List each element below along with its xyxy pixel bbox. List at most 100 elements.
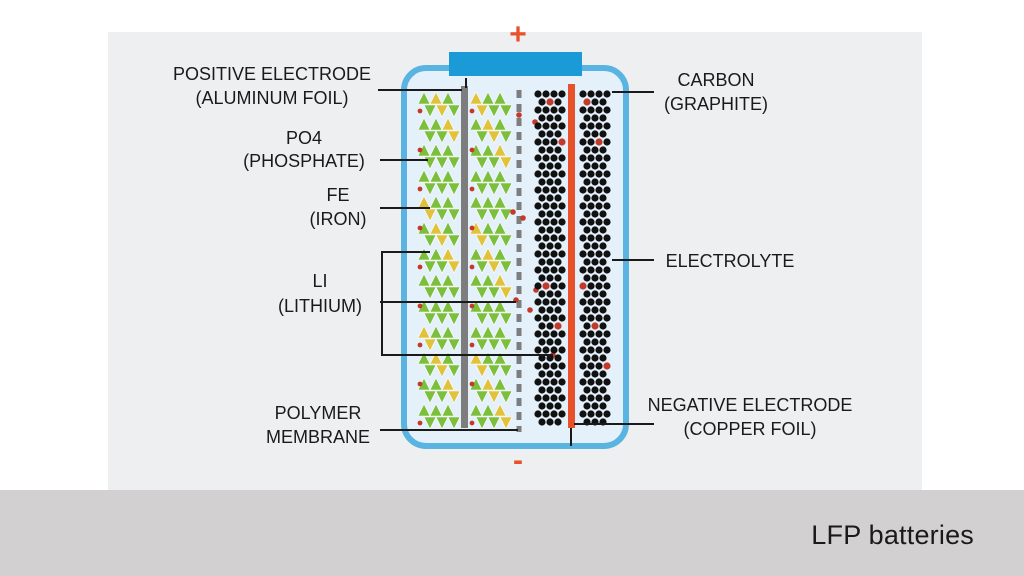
lithium-atom <box>558 138 566 146</box>
crystal-triangle <box>429 195 443 209</box>
graphite-atom <box>579 362 587 370</box>
graphite-atom <box>591 306 599 314</box>
graphite-atom <box>558 186 566 194</box>
lithium-atom <box>579 282 587 290</box>
crystal-triangle <box>417 247 431 261</box>
graphite-atom <box>550 122 558 130</box>
graphite-atom <box>583 210 591 218</box>
crystal-triangle <box>481 195 495 209</box>
graphite-atom <box>538 322 546 330</box>
graphite-atom <box>538 146 546 154</box>
graphite-atom <box>554 162 562 170</box>
graphite-atom <box>554 226 562 234</box>
graphite-atom <box>558 266 566 274</box>
caption-lfp-batteries: LFP batteries <box>811 520 974 550</box>
graphite-atom <box>603 234 611 242</box>
graphite-atom <box>558 218 566 226</box>
graphite-atom <box>595 170 603 178</box>
crystal-triangle <box>499 104 513 118</box>
graphite-atom <box>603 346 611 354</box>
lithium-dot <box>417 420 423 426</box>
crystal-triangle <box>487 338 501 352</box>
crystal-triangle <box>487 130 501 144</box>
graphite-atom <box>558 234 566 242</box>
crystal-triangle <box>441 247 455 261</box>
graphite-atom <box>603 314 611 322</box>
crystal-triangle <box>487 156 501 170</box>
label-phosphate: (PHOSPHATE) <box>243 151 365 171</box>
crystal-triangle <box>481 273 495 287</box>
graphite-atom <box>546 210 554 218</box>
crystal-triangle <box>435 286 449 300</box>
crystal-triangle <box>417 117 431 131</box>
graphite-atom <box>554 178 562 186</box>
lithium-dot <box>417 381 423 387</box>
crystal-triangle <box>475 234 489 248</box>
graphite-atom <box>599 338 607 346</box>
crystal-triangle <box>487 364 501 378</box>
crystal-triangle <box>447 104 461 118</box>
graphite-atom <box>603 298 611 306</box>
crystal-triangle <box>493 377 507 391</box>
graphite-atom <box>599 386 607 394</box>
crystal-triangle <box>499 286 513 300</box>
crystal-triangle <box>475 286 489 300</box>
graphite-atom <box>587 202 595 210</box>
label-po4: PO4 <box>286 128 322 148</box>
lithium-atom <box>595 138 603 146</box>
graphite-atom <box>599 402 607 410</box>
crystal-triangle <box>493 91 507 105</box>
graphite-atom <box>595 186 603 194</box>
graphite-atom <box>534 394 542 402</box>
graphite-atom <box>579 378 587 386</box>
graphite-atom <box>603 378 611 386</box>
graphite-atom <box>550 202 558 210</box>
graphite-atom <box>550 330 558 338</box>
graphite-atom <box>599 178 607 186</box>
crystal-triangle <box>429 247 443 261</box>
crystal-triangle <box>481 169 495 183</box>
graphite-atom <box>587 138 595 146</box>
graphite-atom <box>583 226 591 234</box>
graphite-atom <box>546 402 554 410</box>
graphite-atom <box>595 330 603 338</box>
graphite-atom <box>558 298 566 306</box>
graphite-atom <box>583 146 591 154</box>
graphite-atom <box>542 346 550 354</box>
crystal-triangle <box>469 247 483 261</box>
graphite-atom <box>603 170 611 178</box>
graphite-atom <box>599 242 607 250</box>
graphite-atom <box>554 354 562 362</box>
label-lithium: (LITHIUM) <box>278 296 362 316</box>
graphite-atom <box>579 186 587 194</box>
crystal-triangle <box>487 260 501 274</box>
graphite-atom <box>538 130 546 138</box>
lithium-dot <box>469 381 475 387</box>
graphite-atom <box>542 410 550 418</box>
graphite-atom <box>583 162 591 170</box>
graphite-atom <box>599 194 607 202</box>
label-negative-electrode: NEGATIVE ELECTRODE <box>648 395 853 415</box>
graphite-atom <box>599 274 607 282</box>
crystal-triangle <box>435 416 449 430</box>
crystal-triangle <box>447 182 461 196</box>
lithium-dot <box>417 147 423 153</box>
negative-sign: - <box>513 444 523 477</box>
graphite-atom <box>591 114 599 122</box>
graphite-atom <box>595 90 603 98</box>
graphite-atom <box>546 338 554 346</box>
graphite-atom <box>587 410 595 418</box>
graphite-atom <box>595 106 603 114</box>
crystal-triangle <box>475 260 489 274</box>
graphite-atom <box>534 346 542 354</box>
crystal-triangle <box>447 416 461 430</box>
crystal-triangle <box>435 130 449 144</box>
graphite-atom <box>538 98 546 106</box>
graphite-atom <box>550 154 558 162</box>
graphite-atom <box>558 282 566 290</box>
graphite-atom <box>550 170 558 178</box>
crystal-triangle <box>475 130 489 144</box>
crystal-triangle <box>447 390 461 404</box>
graphite-atom <box>591 402 599 410</box>
